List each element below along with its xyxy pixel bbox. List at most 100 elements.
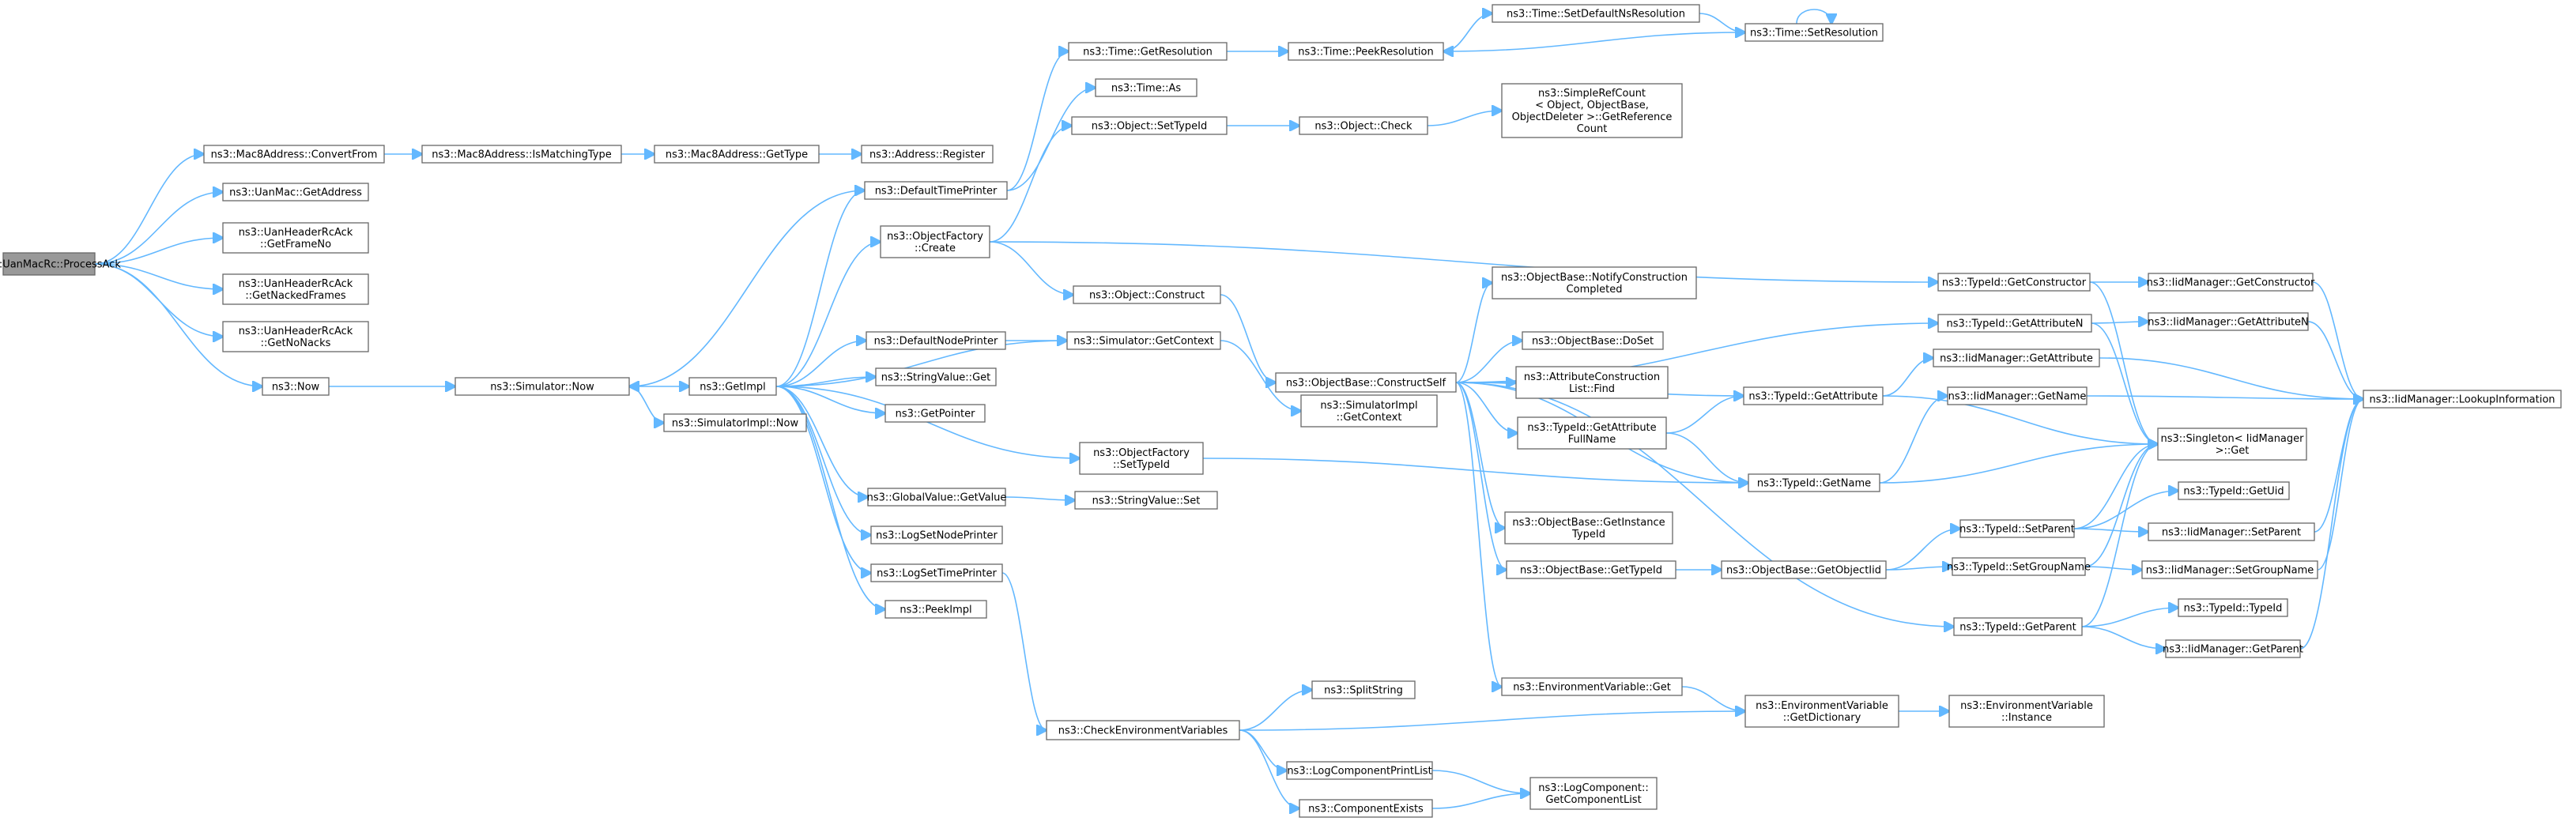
node-ns3-logsettimeprinter[interactable]: ns3::LogSetTimePrinter	[870, 563, 1003, 582]
node-label: ns3::TypeId::GetParent	[1959, 622, 2076, 634]
node-ns3-uanheaderrcack-getframeno[interactable]: ns3::UanHeaderRcAck::GetFrameNo	[222, 222, 369, 254]
node-ns3-defaulttimeprinter[interactable]: ns3::DefaultTimePrinter	[864, 181, 1008, 200]
node-ns3-simulatorimpl-getcontext[interactable]: ns3::SimulatorImpl::GetContext	[1300, 394, 1438, 428]
node-label: ns3::Time::SetResolution	[1750, 28, 1878, 40]
edge-n53-to-n62	[2091, 322, 2158, 444]
edge-n43-to-n50	[1681, 686, 1745, 711]
node-box	[1748, 473, 1880, 492]
node-ns3-typeid-getname[interactable]: ns3::TypeId::GetName	[1748, 473, 1880, 492]
node-box	[2363, 390, 2562, 409]
node-ns3-simulator-getcontext[interactable]: ns3::Simulator::GetContext	[1066, 331, 1221, 350]
node-ns3-uanheaderrcack-getnackedframes[interactable]: ns3::UanHeaderRcAck::GetNackedFrames	[222, 273, 369, 305]
node-ns3-typeid-getattribute[interactable]: ns3::TypeId::GetAttribute	[1743, 386, 1884, 405]
node-ns3-mac8address-convertfrom[interactable]: ns3::Mac8Address::ConvertFrom	[203, 145, 385, 164]
node-ns3-address-register[interactable]: ns3::Address::Register	[861, 145, 994, 164]
node-ns3-objectbase-constructself[interactable]: ns3::ObjectBase::ConstructSelf	[1275, 372, 1457, 393]
node-box	[1095, 78, 1197, 97]
node-ns3-now[interactable]: ns3::Now	[262, 377, 330, 396]
node-label: ns3::LogSetTimePrinter	[877, 568, 997, 580]
node-ns3-objectbase-notifyconstruction-completed[interactable]: ns3::ObjectBase::NotifyConstructionCompl…	[1492, 266, 1697, 299]
edge-n14-to-n27	[989, 241, 1073, 295]
node-ns3-uanheaderrcack-getnonacks[interactable]: ns3::UanHeaderRcAck::GetNoNacks	[222, 321, 369, 352]
node-ns3-environmentvariable-getdictionary[interactable]: ns3::EnvironmentVariable::GetDictionary	[1744, 695, 1899, 728]
node-ns3-defaultnodeprinter[interactable]: ns3::DefaultNodePrinter	[866, 331, 1006, 350]
node-ns3-typeid-typeid[interactable]: ns3::TypeId::TypeId	[2178, 598, 2288, 617]
node-ns3-time-getresolution[interactable]: ns3::Time::GetResolution	[1068, 42, 1228, 61]
node-ns3-iidmanager-getattribute[interactable]: ns3::IidManager::GetAttribute	[1933, 348, 2100, 367]
node-ns3-object-construct[interactable]: ns3::Object::Construct	[1073, 285, 1221, 304]
node-ns3-iidmanager-setgroupname[interactable]: ns3::IidManager::SetGroupName	[2141, 560, 2318, 579]
node-ns3-objectfactory-create[interactable]: ns3::ObjectFactory::Create	[880, 225, 990, 258]
node-ns3-simulatorimpl-now[interactable]: ns3::SimulatorImpl::Now	[663, 413, 807, 432]
node-ns3-typeid-getattributen[interactable]: ns3::TypeId::GetAttributeN	[1937, 314, 2092, 333]
node-ns3-objectfactory-settypeid[interactable]: ns3::ObjectFactory::SetTypeId	[1079, 442, 1204, 475]
node-ns3-time-peekresolution[interactable]: ns3::Time::PeekResolution	[1288, 42, 1444, 61]
node-ns3-iidmanager-lookupinformation[interactable]: ns3::IidManager::LookupInformation	[2363, 390, 2562, 409]
node-ns3-uanmac-getaddress[interactable]: ns3::UanMac::GetAddress	[222, 183, 369, 202]
node-ns3-time-setresolution[interactable]: ns3::Time::SetResolution	[1744, 23, 1884, 42]
node-ns3-typeid-setgroupname[interactable]: ns3::TypeId::SetGroupName	[1947, 557, 2091, 576]
node-ns3-stringvalue-get[interactable]: ns3::StringValue::Get	[875, 367, 997, 386]
node-ns3-simplerefcount-object-objectbase-objectdeleter-getreference-count[interactable]: ns3::SimpleRefCount< Object, ObjectBase,…	[1501, 83, 1683, 138]
node-label: Count	[1577, 123, 1608, 135]
node-box	[688, 377, 777, 396]
node-ns3-singleton-iidmanager-get[interactable]: ns3::Singleton< IidManager >::Get	[2157, 428, 2307, 461]
edge-n36-to-n41	[1455, 382, 1505, 528]
node-ns3-time-setdefaultnsresolution[interactable]: ns3::Time::SetDefaultNsResolution	[1492, 4, 1700, 23]
node-ns3-getpointer[interactable]: ns3::GetPointer	[884, 404, 986, 423]
node-box	[1079, 442, 1204, 475]
node-ns3-checkenvironmentvariables[interactable]: ns3::CheckEnvironmentVariables	[1046, 720, 1240, 740]
node-ns3-mac8address-gettype[interactable]: ns3::Mac8Address::GetType	[654, 145, 820, 164]
node-ns3-peekimpl[interactable]: ns3::PeekImpl	[884, 600, 987, 619]
node-ns3-typeid-setparent[interactable]: ns3::TypeId::SetParent	[1959, 519, 2075, 538]
node-ns3-time-as[interactable]: ns3::Time::As	[1095, 78, 1197, 97]
edge-n58-to-n66	[2081, 608, 2178, 627]
node-ns3-uanmacrc-processack[interactable]: ns3::UanMacRc::ProcessAck	[0, 252, 121, 276]
node-ns3-typeid-getconstructor[interactable]: ns3::TypeId::GetConstructor	[1937, 273, 2091, 292]
edge-n11-to-n21	[775, 386, 871, 573]
node-ns3-environmentvariable-get[interactable]: ns3::EnvironmentVariable::Get	[1501, 677, 1683, 696]
node-box	[1071, 116, 1228, 135]
node-ns3-iidmanager-getname[interactable]: ns3::IidManager::GetName	[1947, 386, 2088, 405]
node-ns3-splitstring[interactable]: ns3::SplitString	[1311, 680, 1416, 699]
node-ns3-object-check[interactable]: ns3::Object::Check	[1299, 116, 1428, 135]
node-ns3-mac8address-ismatchingtype[interactable]: ns3::Mac8Address::IsMatchingType	[421, 145, 622, 164]
node-ns3-environmentvariable-instance[interactable]: ns3::EnvironmentVariable::Instance	[1948, 695, 2105, 728]
edge-n58-to-n62	[2081, 444, 2158, 627]
node-ns3-stringvalue-set[interactable]: ns3::StringValue::Set	[1074, 491, 1218, 510]
node-label: ::SetTypeId	[1113, 459, 1170, 471]
node-ns3-objectbase-doset[interactable]: ns3::ObjectBase::DoSet	[1522, 331, 1664, 350]
edge-n36-to-n37	[1455, 283, 1492, 383]
node-ns3-simulator-now[interactable]: ns3::Simulator::Now	[454, 377, 630, 396]
edge-n21-to-n23	[1001, 572, 1047, 730]
node-ns3-iidmanager-getconstructor[interactable]: ns3::IidManager::GetConstructor	[2147, 273, 2315, 292]
edge-n36-to-n43	[1455, 382, 1502, 687]
node-ns3-logcomponentprintlist[interactable]: ns3::LogComponentPrintList	[1286, 761, 1433, 780]
node-ns3-iidmanager-getattributen[interactable]: ns3::IidManager::GetAttributeN	[2148, 312, 2309, 331]
node-ns3-typeid-getparent[interactable]: ns3::TypeId::GetParent	[1953, 617, 2083, 636]
node-ns3-logcomponent-getcomponentlist[interactable]: ns3::LogComponent::GetComponentList	[1529, 777, 1658, 810]
node-ns3-objectbase-gettypeid[interactable]: ns3::ObjectBase::GetTypeId	[1506, 560, 1676, 579]
node-label: ns3::Object::Construct	[1089, 290, 1205, 302]
node-ns3-iidmanager-getparent[interactable]: ns3::IidManager::GetParent	[2163, 639, 2303, 658]
node-box	[884, 404, 986, 423]
node-ns3-object-settypeid[interactable]: ns3::Object::SetTypeId	[1071, 116, 1228, 135]
node-label: ns3::ObjectBase::ConstructSelf	[1286, 378, 1446, 390]
node-ns3-getimpl[interactable]: ns3::GetImpl	[688, 377, 777, 396]
node-ns3-typeid-getuid[interactable]: ns3::TypeId::GetUid	[2178, 481, 2290, 500]
node-box	[1311, 680, 1416, 699]
edge-n46-to-n51	[1431, 793, 1530, 809]
node-label: ns3::Object::SetTypeId	[1092, 121, 1207, 133]
node-ns3-objectbase-getobjectiid[interactable]: ns3::ObjectBase::GetObjectIid	[1721, 560, 1887, 579]
node-box	[2178, 481, 2290, 500]
node-ns3-componentexists[interactable]: ns3::ComponentExists	[1299, 799, 1433, 818]
node-ns3-globalvalue-getvalue[interactable]: ns3::GlobalValue::GetValue	[867, 488, 1007, 507]
node-box	[1299, 116, 1428, 135]
node-ns3-logsetnodeprinter[interactable]: ns3::LogSetNodePrinter	[870, 526, 1003, 544]
node-label: ns3::IidManager::GetAttributeN	[2148, 317, 2309, 329]
node-ns3-iidmanager-setparent[interactable]: ns3::IidManager::SetParent	[2148, 522, 2315, 541]
